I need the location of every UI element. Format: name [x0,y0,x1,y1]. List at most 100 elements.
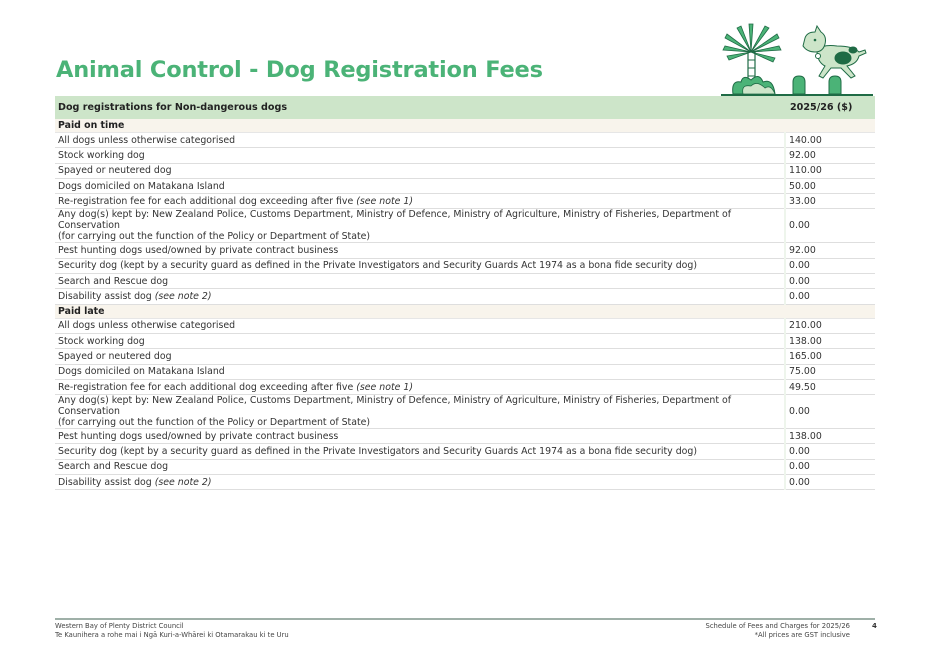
footer-organisation: Western Bay of Plenty District Council T… [55,622,289,640]
fee-amount: 0.00 [784,394,875,430]
fee-description: Dogs domiciled on Matakana Island [55,178,785,195]
table-row: Any dog(s) kept by: New Zealand Police, … [55,394,875,430]
fee-description: Search and Rescue dog [55,273,785,290]
section-label: Paid on time [55,119,875,133]
table-row: Disability assist dog (see note 2)0.00 [55,474,875,491]
fee-description-text: Spayed or neutered dog [58,350,172,362]
fee-amount: 0.00 [784,474,875,491]
fee-description-continuation: (for carrying out the function of the Po… [58,231,371,243]
fee-description-text: Re-registration fee for each additional … [58,381,357,393]
fee-description: Security dog (kept by a security guard a… [55,258,785,275]
fee-note: (see note 2) [154,476,212,488]
table-row: Dogs domiciled on Matakana Island 50.00 [55,178,875,195]
section-row: Paid late [55,304,875,319]
table-row: Spayed or neutered dog 110.00 [55,163,875,179]
fee-description-text: Any dog(s) kept by: New Zealand Police, … [58,209,732,232]
fee-description: Security dog (kept by a security guard a… [55,443,785,460]
fee-amount: 0.00 [784,273,875,290]
table-row: Disability assist dog (see note 2)0.00 [55,288,875,305]
footer-divider [55,618,875,620]
fee-note: (see note 1) [356,195,413,207]
table-row: All dogs unless otherwise categorised 140… [55,132,875,149]
fee-description-continuation: (for carrying out the function of the Po… [58,417,371,429]
table-row: All dogs unless otherwise categorised 210… [55,318,875,334]
fee-description: All dogs unless otherwise categorised [55,318,785,334]
page-title: Animal Control - Dog Registration Fees [56,57,543,83]
fee-description-text: Disability assist dog [58,291,155,303]
fee-description: Search and Rescue dog [55,459,785,476]
footer-org-name: Western Bay of Plenty District Council [55,622,184,630]
header-description: Dog registrations for Non-dangerous dogs [55,96,785,119]
fee-description-text: Security dog (kept by a security guard a… [58,260,697,272]
fee-description: Pest hunting dogs used/owned by private … [55,428,785,445]
fee-description: Spayed or neutered dog [55,348,785,365]
fee-description-text: Dogs domiciled on Matakana Island [58,366,225,378]
table-row: Re-registration fee for each additional … [55,193,875,210]
section-label: Paid late [55,304,875,319]
table-row: Re-registration fee for each additional … [55,379,875,396]
fee-amount: 138.00 [784,428,875,445]
table-row: Stock working dog 138.00 [55,333,875,350]
fee-description-text: Search and Rescue dog [58,275,169,287]
fee-description: Disability assist dog (see note 2) [55,288,785,305]
fee-description: Any dog(s) kept by: New Zealand Police, … [55,394,785,430]
fee-description-text: Spayed or neutered dog [58,165,172,177]
fee-description-text: All dogs unless otherwise categorised [58,320,236,332]
footer-gst-note: *All prices are GST inclusive [754,631,850,639]
fee-description: Stock working dog [55,333,785,350]
fee-amount: 210.00 [784,318,875,334]
fee-description: Pest hunting dogs used/owned by private … [55,242,785,259]
fee-description-text: Search and Rescue dog [58,461,169,473]
fee-description-text: Pest hunting dogs used/owned by private … [58,245,339,257]
fee-amount: 33.00 [784,193,875,210]
fee-amount: 0.00 [784,208,875,244]
fee-amount: 92.00 [784,147,875,164]
table-row: Any dog(s) kept by: New Zealand Police, … [55,208,875,244]
fee-description-text: All dogs unless otherwise categorised [58,134,236,146]
footer-org-maori-name: Te Kaunihera a rohe mai i Ngā Kuri-a-Whā… [55,631,289,639]
fee-note: (see note 2) [154,291,212,303]
table-row: Security dog (kept by a security guard a… [55,258,875,275]
table-row: Search and Rescue dog 0.00 [55,459,875,476]
table-row: Stock working dog 92.00 [55,147,875,164]
table-row: Pest hunting dogs used/owned by private … [55,242,875,259]
fee-amount: 110.00 [784,163,875,179]
fee-description: Disability assist dog (see note 2) [55,474,785,491]
palm-tree-and-dog-illustration [721,23,873,96]
section-row: Paid on time [55,119,875,133]
fee-note: (see note 1) [356,381,413,393]
dog-registration-fees-table: Dog registrations for Non-dangerous dogs… [55,96,875,491]
fee-amount: 0.00 [784,258,875,275]
fee-amount: 0.00 [784,443,875,460]
fee-amount: 49.50 [784,379,875,396]
fee-description-text: Pest hunting dogs used/owned by private … [58,430,339,442]
fee-description: Any dog(s) kept by: New Zealand Police, … [55,208,785,244]
page-number: 4 [872,622,877,630]
fee-description-text: Disability assist dog [58,476,155,488]
fee-amount: 165.00 [784,348,875,365]
footer-doc-title: Schedule of Fees and Charges for 2025/26 [705,622,851,630]
table-row: Spayed or neutered dog 165.00 [55,348,875,365]
table-row: Dogs domiciled on Matakana Island 75.00 [55,364,875,380]
fee-amount: 50.00 [784,178,875,195]
fee-description-text: Re-registration fee for each additional … [58,195,357,207]
fee-description: Spayed or neutered dog [55,163,785,179]
fee-amount: 92.00 [784,242,875,259]
fee-description: All dogs unless otherwise categorised [55,132,785,149]
fee-description-text: Security dog (kept by a security guard a… [58,446,697,458]
table-row: Pest hunting dogs used/owned by private … [55,428,875,445]
fee-amount: 140.00 [784,132,875,149]
fee-description-text: Dogs domiciled on Matakana Island [58,180,225,192]
fee-description: Re-registration fee for each additional … [55,379,785,396]
fee-amount: 138.00 [784,333,875,350]
table-header-row: Dog registrations for Non-dangerous dogs… [55,96,875,119]
fee-amount: 75.00 [784,364,875,380]
fee-amount: 0.00 [784,288,875,305]
table-row: Search and Rescue dog 0.00 [55,273,875,290]
footer-document-info: Schedule of Fees and Charges for 2025/26… [690,622,851,640]
fee-description-text: Any dog(s) kept by: New Zealand Police, … [58,395,732,418]
fee-description-text: Stock working dog [58,149,145,161]
fee-description: Re-registration fee for each additional … [55,193,785,210]
fee-amount: 0.00 [784,459,875,476]
fee-description-text: Stock working dog [58,335,145,347]
